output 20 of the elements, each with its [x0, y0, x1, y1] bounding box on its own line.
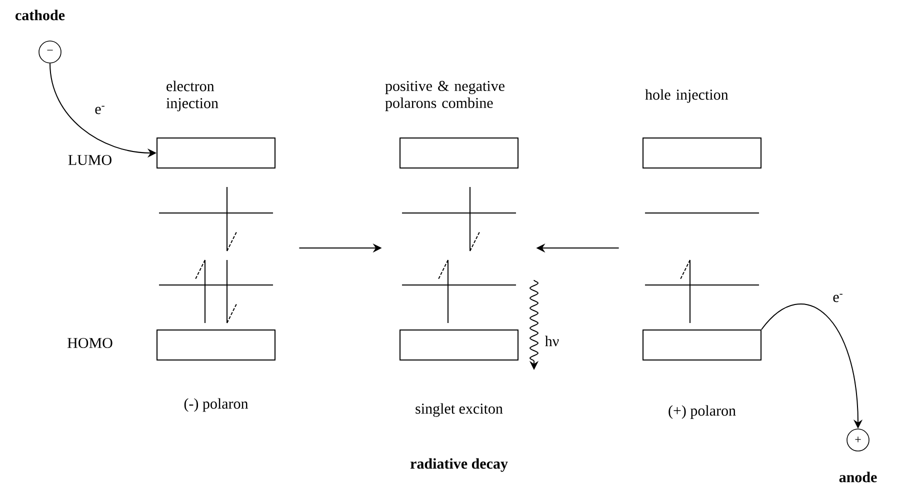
- column-heading: positive & negative polarons combine: [385, 80, 504, 112]
- energy-band-box: [156, 138, 276, 168]
- process-label: radiative decay: [410, 458, 508, 472]
- state-caption: (-) polaron: [184, 398, 248, 412]
- energy-band-box: [400, 138, 518, 168]
- state-caption: (+) polaron: [668, 405, 736, 419]
- energy-band-box: [400, 330, 518, 360]
- electrode-label: cathode: [16, 10, 65, 20]
- energy-band-box: [642, 330, 762, 360]
- state-caption: singlet exciton: [416, 403, 503, 417]
- edge-label: e$^{-}$: [95, 106, 104, 114]
- electrode-label: anode: [839, 472, 877, 482]
- level-label: HOMO: [68, 338, 112, 348]
- column-heading: electron injection: [166, 80, 218, 112]
- photon-label: hν: [545, 336, 559, 346]
- column-heading: hole injection: [645, 89, 728, 103]
- edge-label: e$^{-}$: [833, 294, 842, 302]
- energy-band-box: [156, 330, 276, 360]
- level-label: LUMO: [68, 154, 112, 166]
- energy-band-box: [642, 138, 762, 168]
